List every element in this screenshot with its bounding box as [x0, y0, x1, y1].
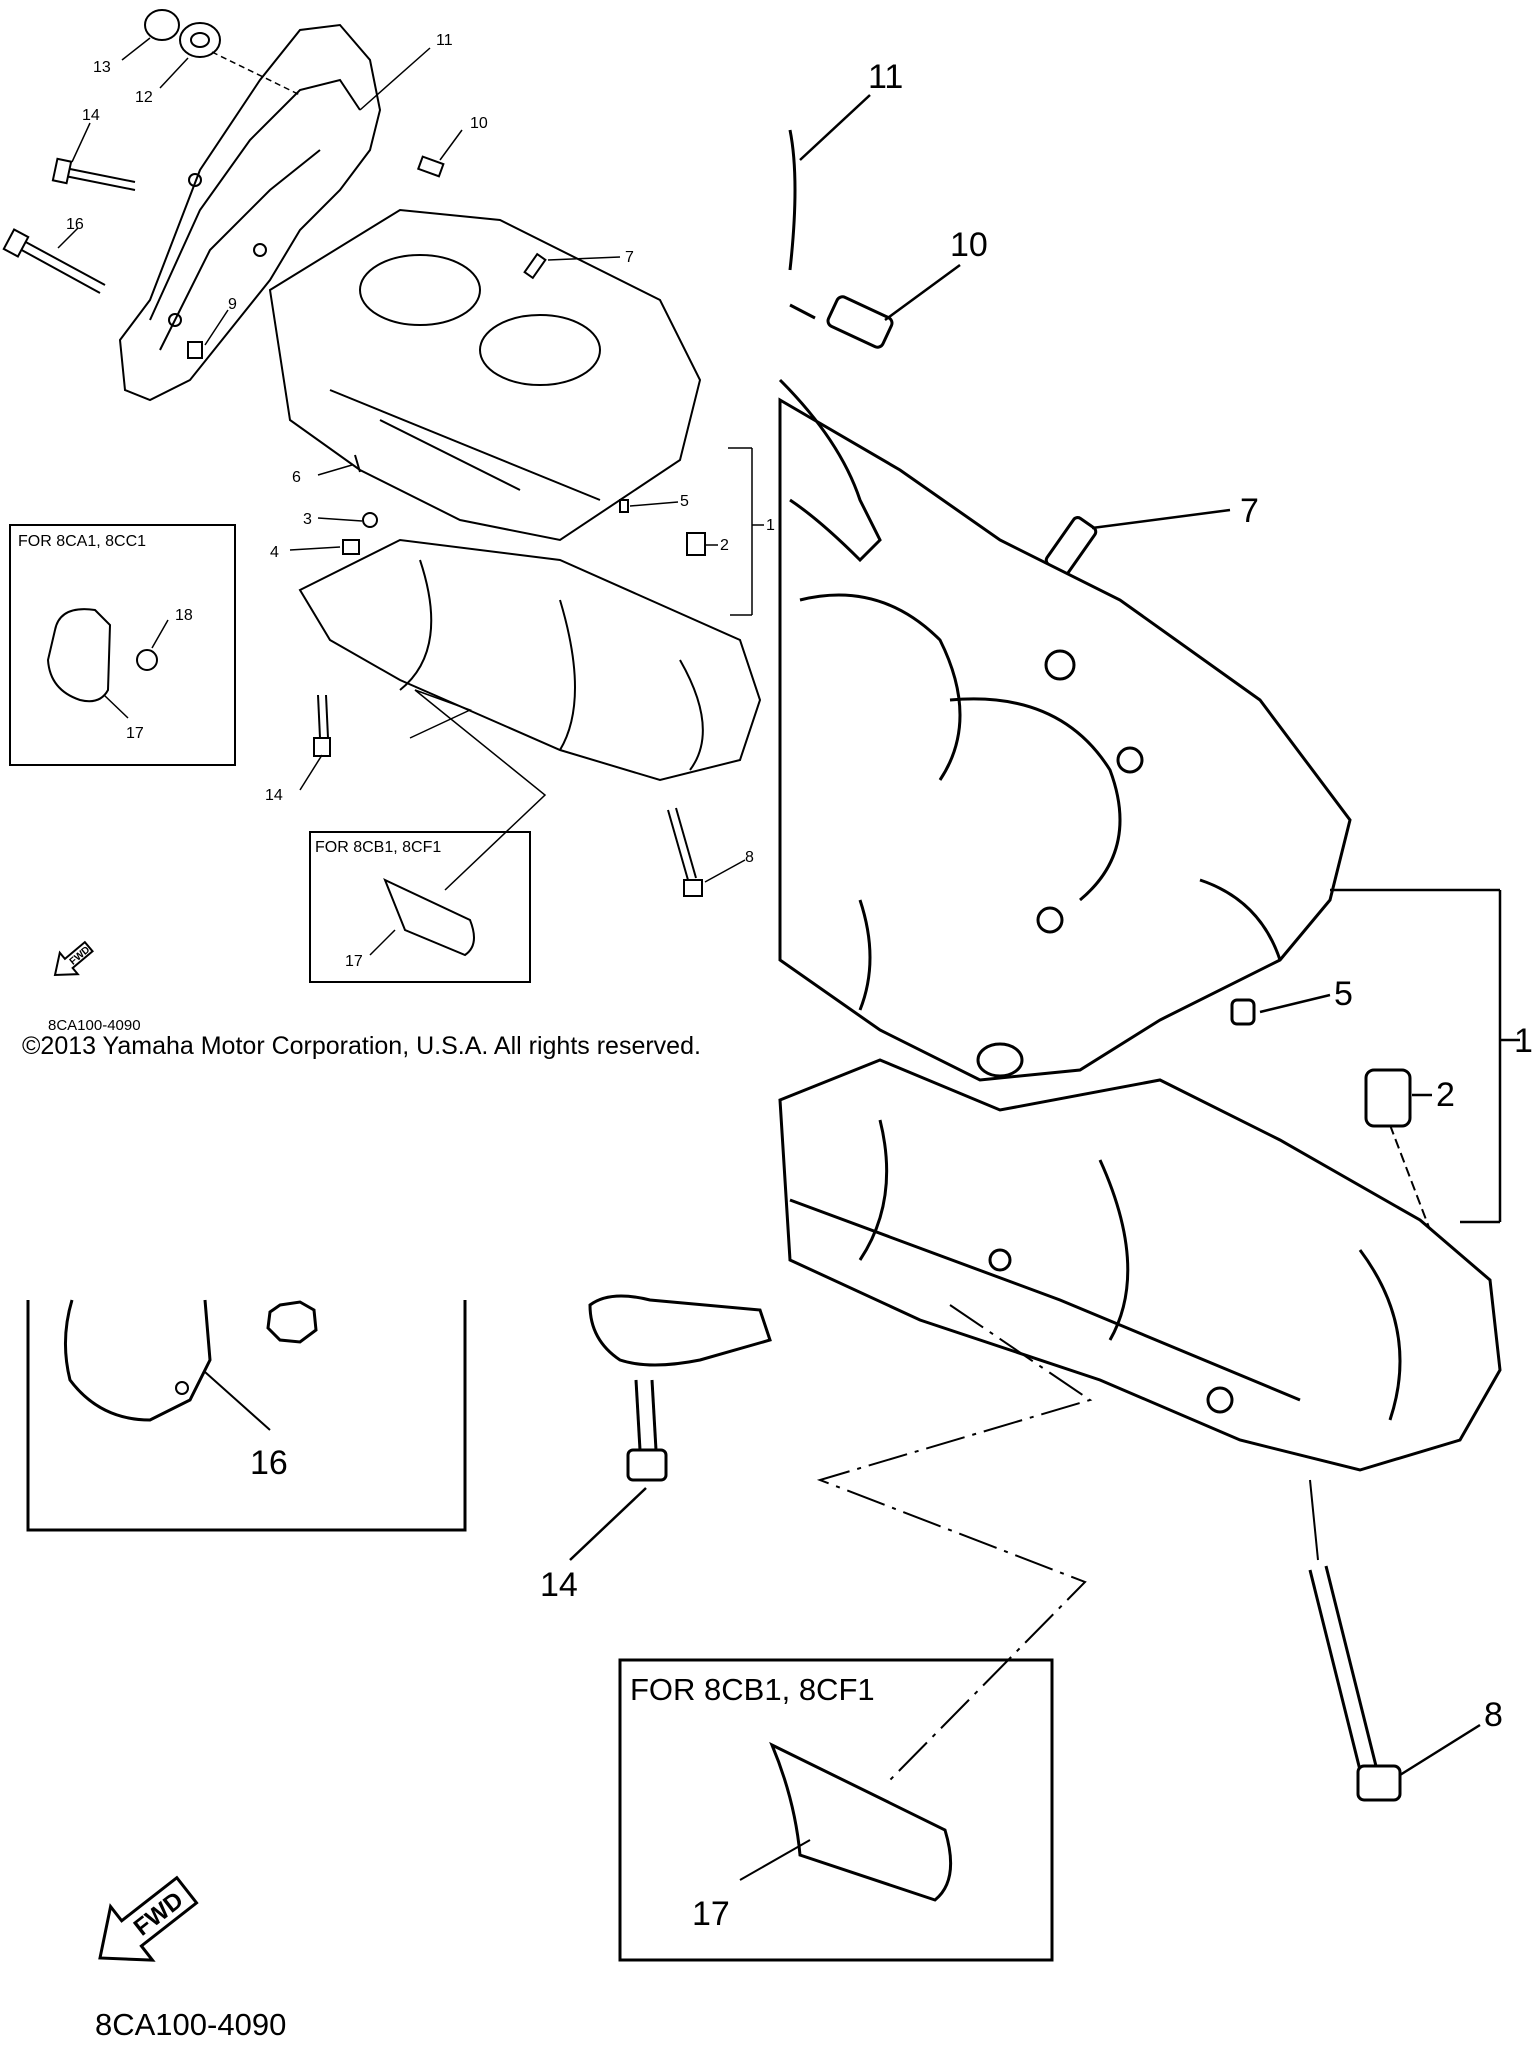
nut-18-small [136, 649, 158, 671]
bolt-8-small [667, 807, 703, 897]
crankcase-cover-drawing [118, 23, 382, 402]
callout-5-small: 5 [680, 493, 689, 510]
lower-case-fragment-large [588, 1294, 772, 1367]
fwd-arrow-large: FWD [98, 1875, 199, 1962]
cover-edge-11-large [788, 129, 797, 271]
callout-13-small: 13 [93, 59, 111, 76]
bolt-14-top [51, 157, 136, 191]
cover-plate-16-small [46, 608, 112, 703]
large-view: 16 [26, 58, 1533, 2042]
callout-4-small: 4 [270, 544, 279, 561]
bolt-15 [2, 228, 106, 294]
callout-11-small: 11 [436, 32, 453, 49]
plug-7 [523, 252, 547, 280]
leader-to-17-large [816, 1304, 1093, 1781]
dowel-pin-10 [416, 155, 445, 178]
label-5-large: 5 [1334, 975, 1353, 1013]
upper-crankcase-drawing [268, 208, 702, 542]
pin-5 [619, 499, 629, 513]
callout-1-small: 1 [766, 517, 775, 534]
callout-3-small: 3 [303, 511, 312, 528]
variant-box-8cb1-8cf1-large: FOR 8CB1, 8CF1 17 [618, 1658, 1054, 1962]
bolt-4 [342, 539, 360, 555]
copyright-text: ©2013 Yamaha Motor Corporation, U.S.A. A… [22, 1032, 701, 1060]
variant-box-8cb1-title-large: FOR 8CB1, 8CF1 [630, 1672, 875, 1707]
callout-2-small: 2 [720, 537, 729, 554]
label-7-large: 7 [1240, 492, 1259, 530]
callout-15-small: 16 [66, 216, 84, 233]
small-callout-labels: 11 13 12 10 14 16 9 7 6 5 3 2 1 4 14 8 [66, 32, 775, 866]
label-14-large: 14 [540, 1566, 578, 1604]
variant-box-8cb1-8cf1-small: FOR 8CB1, 8CF1 17 [309, 831, 531, 983]
pin-5-large [1230, 998, 1256, 1026]
crankcase-left-edge-large [778, 378, 882, 563]
cover-plate-16-large [64, 1299, 212, 1422]
guide-17-small [383, 878, 475, 957]
label-11-large: 11 [868, 58, 903, 96]
label-8-large: 8 [1484, 1696, 1503, 1734]
large-leader-lines [799, 94, 1520, 1224]
variant-box-8ca1-8cc1: FOR 8CA1, 8CC1 18 17 [9, 524, 236, 766]
pin-6 [354, 454, 361, 473]
callout-10-small: 10 [470, 115, 488, 132]
large-callout-labels: 11 10 7 5 2 1 14 8 [540, 58, 1533, 1734]
nut-18-large [266, 1300, 318, 1344]
diagram-code-large: 8CA100-4090 [95, 2007, 286, 2042]
label-17-large: 17 [692, 1895, 730, 1933]
guide-17-large [769, 1741, 953, 1902]
dowel-pin-10-large [789, 295, 894, 349]
dowel-pin-9 [187, 341, 203, 359]
label-10-large: 10 [950, 226, 988, 264]
label-16-large: 16 [250, 1444, 288, 1482]
bolt-8-large [1308, 1479, 1481, 1802]
bolt-14-large [569, 1379, 668, 1561]
callout-14-small-lower: 14 [265, 787, 283, 804]
diagram-code-small: 8CA100-4090 [48, 1017, 141, 1034]
callout-8-small: 8 [745, 849, 754, 866]
callout-12-small: 12 [135, 89, 153, 106]
small-view: 11 13 12 10 14 16 9 7 6 5 3 2 1 4 14 8 F… [2, 9, 775, 1034]
lower-crankcase-drawing [298, 538, 762, 782]
callout-9-small: 9 [228, 296, 237, 313]
o-ring-13 [144, 9, 180, 41]
callout-14-small-top: 14 [82, 107, 100, 124]
callout-6-small: 6 [292, 469, 301, 486]
callout-16-small: 17 [126, 725, 144, 742]
upper-crankcase-large [778, 397, 1352, 1150]
lower-crankcase-large [778, 1058, 1502, 1472]
bolt-14-lower [313, 694, 331, 757]
fwd-arrow-small: FWD [53, 940, 94, 977]
variant-box-8ca1-title: FOR 8CA1, 8CC1 [18, 533, 146, 550]
collar-2-large [1364, 1068, 1431, 1231]
variant-box-8ca1-large-partial: 16 [26, 1299, 467, 1532]
variant-box-8cb1-title-small: FOR 8CB1, 8CF1 [315, 839, 441, 856]
callout-18-small: 18 [175, 607, 193, 624]
callout-7-small: 7 [625, 249, 634, 266]
washer-3 [362, 512, 378, 528]
label-2-large: 2 [1436, 1076, 1455, 1114]
label-1-large: 1 [1514, 1022, 1533, 1060]
small-leader-lines [57, 37, 764, 891]
callout-17-small: 17 [345, 953, 363, 970]
oil-seal-12 [179, 22, 221, 58]
collar-2 [686, 532, 706, 556]
